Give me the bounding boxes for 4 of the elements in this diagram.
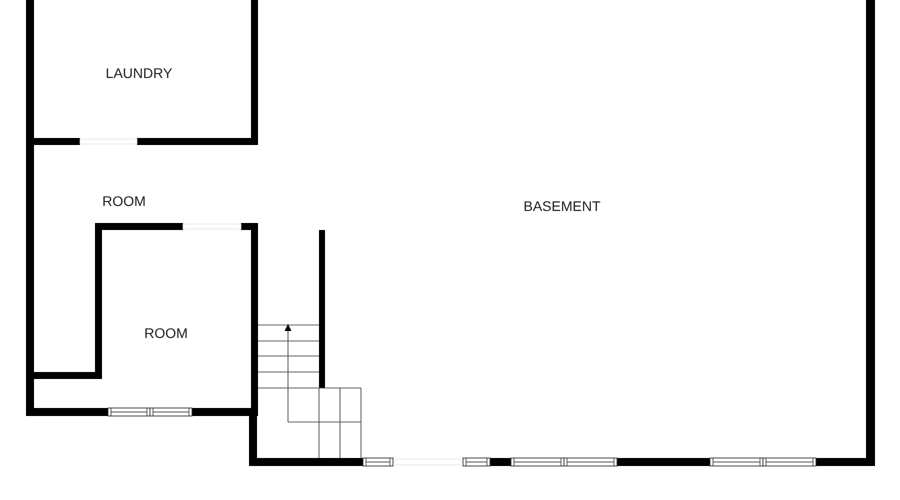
room-label: ROOM [144,325,188,341]
room-label: LAUNDRY [106,65,172,81]
room-label: BASEMENT [524,198,600,214]
room-label: ROOM [102,193,146,209]
